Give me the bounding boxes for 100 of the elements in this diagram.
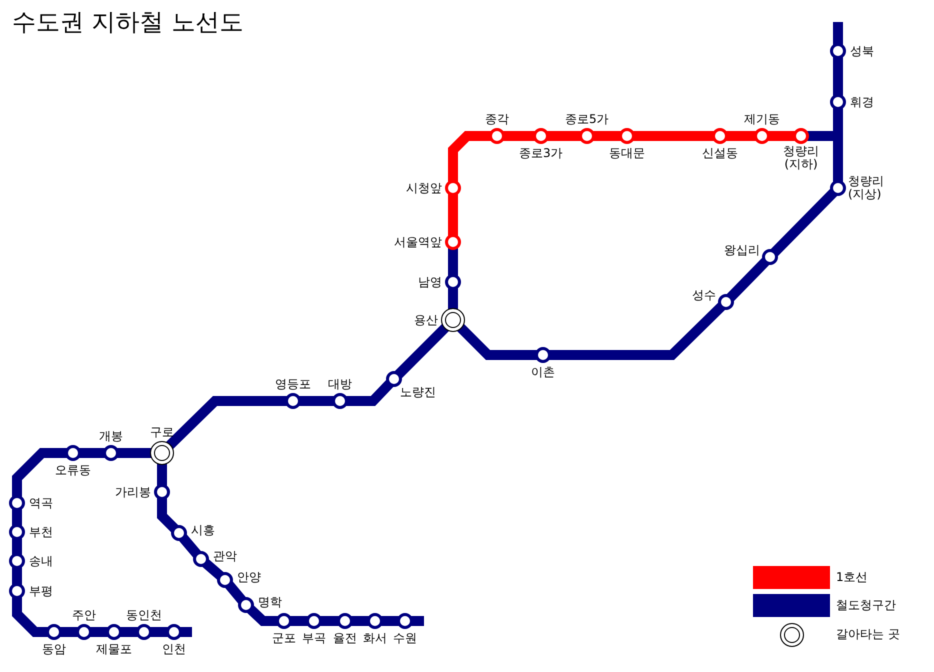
station-name: 관악 (213, 550, 237, 562)
station-name: 동인천 (126, 608, 162, 622)
station-marker (830, 180, 846, 196)
route-line (157, 464, 167, 486)
legend-label: 갈아타는 곳 (836, 628, 900, 641)
station-name: 명학 (258, 596, 282, 608)
route-line (833, 108, 843, 136)
station-name: 동암 (42, 642, 66, 656)
legend-label: 1호선 (836, 571, 868, 584)
station-name: 신설동 (702, 146, 738, 160)
station-marker (386, 371, 402, 387)
station-name: 영등포 (275, 378, 311, 390)
station-name: 부천 (29, 526, 53, 538)
route-line (593, 131, 621, 141)
route-line (60, 627, 78, 637)
route-line (807, 131, 833, 141)
route-line (633, 131, 714, 141)
route-line (448, 194, 458, 236)
route-line (290, 616, 308, 626)
station-marker (445, 234, 461, 250)
station-name: 청량리 (지상) (848, 175, 884, 201)
station-name: 인천 (162, 642, 186, 656)
station-marker (193, 551, 209, 567)
route-line (394, 324, 450, 378)
route-line (833, 136, 843, 182)
route-line (549, 302, 726, 360)
station-name: 동대문 (609, 146, 645, 160)
route-line (120, 627, 138, 637)
station-name: 오류동 (55, 464, 91, 476)
route-line (299, 396, 334, 406)
station-name: 종로5가 (565, 112, 609, 126)
station-name: 이촌 (531, 366, 555, 378)
legend-label: 철도청구간 (836, 599, 896, 612)
station-name: 제물포 (96, 642, 132, 656)
route-line (166, 396, 287, 450)
route-line (351, 616, 369, 626)
station-name: 용산 (414, 314, 438, 326)
station-name: 서울역앞 (394, 236, 442, 248)
station-name: 대방 (328, 378, 352, 390)
route-line (448, 131, 491, 182)
route-line (180, 627, 192, 637)
station-name: 개봉 (99, 430, 123, 442)
route-line (448, 248, 458, 276)
station-name: 노량진 (400, 386, 436, 398)
route-line (179, 534, 201, 558)
station-name: 왕십리 (724, 244, 760, 256)
route-line (346, 380, 394, 406)
route-line (503, 131, 535, 141)
route-line (768, 131, 795, 141)
route-line (320, 616, 339, 626)
route-line (202, 559, 224, 580)
station-marker (830, 43, 846, 59)
station-name: 청량리 (지하) (783, 145, 819, 171)
station-marker (9, 583, 25, 599)
map-title: 수도권 지하철 노선도 (12, 8, 244, 36)
route-line (150, 627, 168, 637)
route-line (833, 22, 843, 45)
station-marker (445, 274, 461, 290)
station-marker (217, 572, 233, 588)
route-line (12, 448, 67, 497)
route-line (90, 627, 108, 637)
station-marker (9, 495, 25, 511)
station-name: 수원 (393, 632, 417, 644)
station-name: 시청앞 (406, 182, 442, 194)
station-marker (718, 294, 734, 310)
station-name: 부평 (29, 584, 53, 598)
route-line (12, 567, 22, 585)
station-name: 주안 (72, 608, 96, 622)
transfer-marker (150, 441, 174, 465)
station-name: 남영 (418, 276, 442, 288)
route-line (12, 509, 22, 526)
route-line (381, 616, 399, 626)
station-marker (830, 94, 846, 110)
station-name: 안양 (237, 570, 261, 584)
station-name: 성북 (850, 44, 874, 58)
route-line (225, 581, 246, 604)
route-line (833, 57, 843, 96)
station-name: 시흥 (191, 524, 215, 536)
transfer-marker (441, 308, 465, 332)
station-name: 화서 (363, 632, 387, 644)
route-line (456, 324, 537, 360)
station-name: 역곡 (29, 496, 53, 510)
route-line (79, 448, 105, 458)
station-name: 율전 (333, 632, 357, 644)
route-line (726, 258, 770, 302)
station-marker (9, 553, 25, 569)
route-line (411, 616, 424, 626)
station-name: 성수 (692, 288, 716, 302)
station-name: 군포 (272, 632, 296, 644)
route-line (12, 538, 22, 555)
station-marker (9, 524, 25, 540)
route-line (726, 131, 756, 141)
station-marker (171, 525, 187, 541)
route-line (157, 498, 178, 532)
station-name: 구로 (150, 426, 174, 438)
route-line (246, 605, 278, 626)
route-line (117, 448, 152, 458)
route-line (12, 597, 48, 637)
station-name: 가리봉 (115, 486, 151, 498)
route-line (770, 188, 838, 256)
